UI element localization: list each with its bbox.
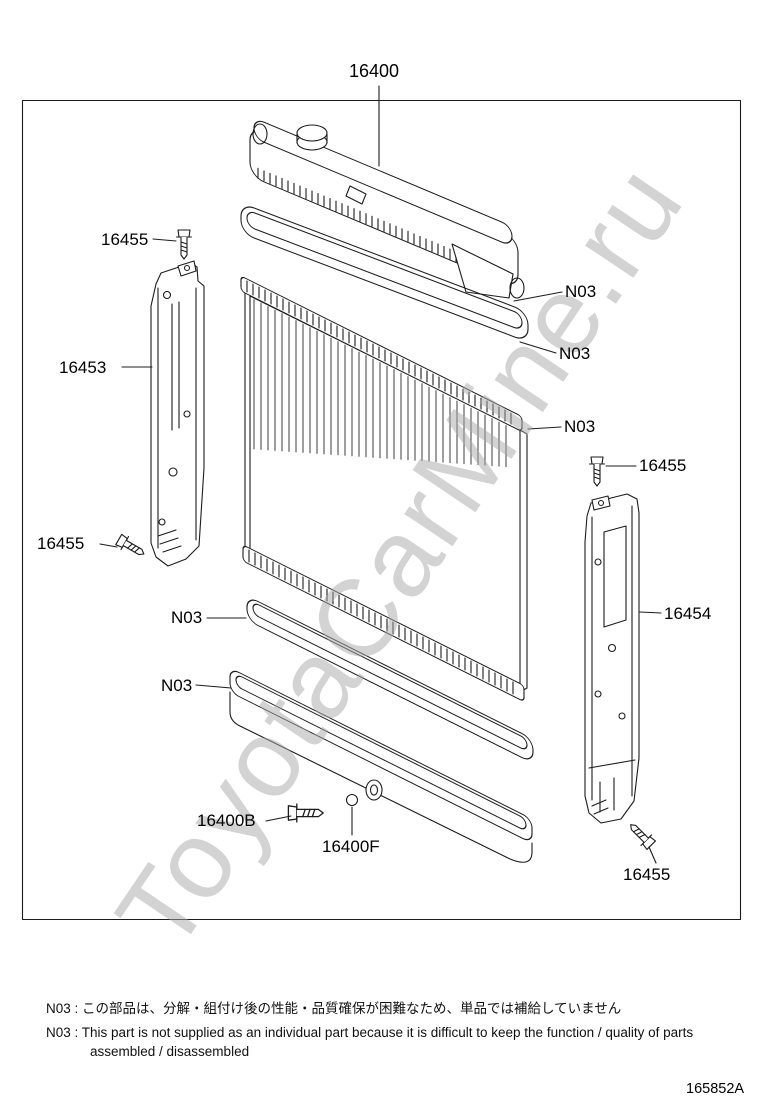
part-label-assembly: 16400 [349,61,400,81]
part-label-core: N03 [564,417,596,436]
note-english-text: This part is not supplied as an individu… [81,1024,694,1059]
bolt-drawing-lower-left [114,532,149,562]
part-label-bolt-upper-left: 16455 [101,230,149,249]
part-label-bolt-upper-right: 16455 [639,456,687,475]
note-english-prefix: N03 : [46,1024,79,1040]
note-english: N03 : This part is not supplied as an in… [46,1024,740,1062]
part-label-drain-plug: 16400B [197,811,256,830]
part-label-bolt-lower-right: 16455 [623,865,671,884]
note-japanese-prefix: N03 : [46,1001,79,1016]
part-label-bracket-left: 16453 [59,358,107,377]
leader-lines [99,85,662,864]
upper-gasket-drawing [240,206,529,339]
part-label-tank-lower: N03 [161,676,193,695]
o-ring-drawing [345,793,359,807]
note-japanese-text: この部品は、分解・組付け後の性能・品質確保が困難なため、単品では補給していません [82,1001,622,1016]
part-label-plate-upper: N03 [559,344,591,363]
part-label-o-ring: 16400F [322,837,380,856]
diagram-border [21,99,742,921]
radiator-core-drawing [240,276,528,701]
part-label-gasket-upper: N03 [565,282,597,301]
bolt-drawing-upper-left [175,229,193,260]
right-bracket-drawing [584,493,640,824]
upper-tank-drawing [249,120,525,299]
note-japanese: N03 : この部品は、分解・組付け後の性能・品質確保が困難なため、単品では補給… [46,1000,740,1019]
lower-gasket-drawing [246,599,534,760]
figure-code: 165852A [686,1081,745,1097]
part-label-gasket-lower: N03 [171,608,203,627]
left-bracket-drawing [150,260,205,567]
bolt-drawing-upper-right [588,456,606,487]
drain-plug-drawing [287,803,324,823]
lower-tank-drawing [229,670,533,863]
bolt-drawing-lower-right [624,818,658,852]
part-label-bracket-right: 16454 [664,604,712,623]
part-label-bolt-lower-left: 16455 [37,534,85,553]
footnotes: N03 : この部品は、分解・組付け後の性能・品質確保が困難なため、単品では補給… [46,1000,740,1067]
drain-boss-drawing [365,779,383,801]
